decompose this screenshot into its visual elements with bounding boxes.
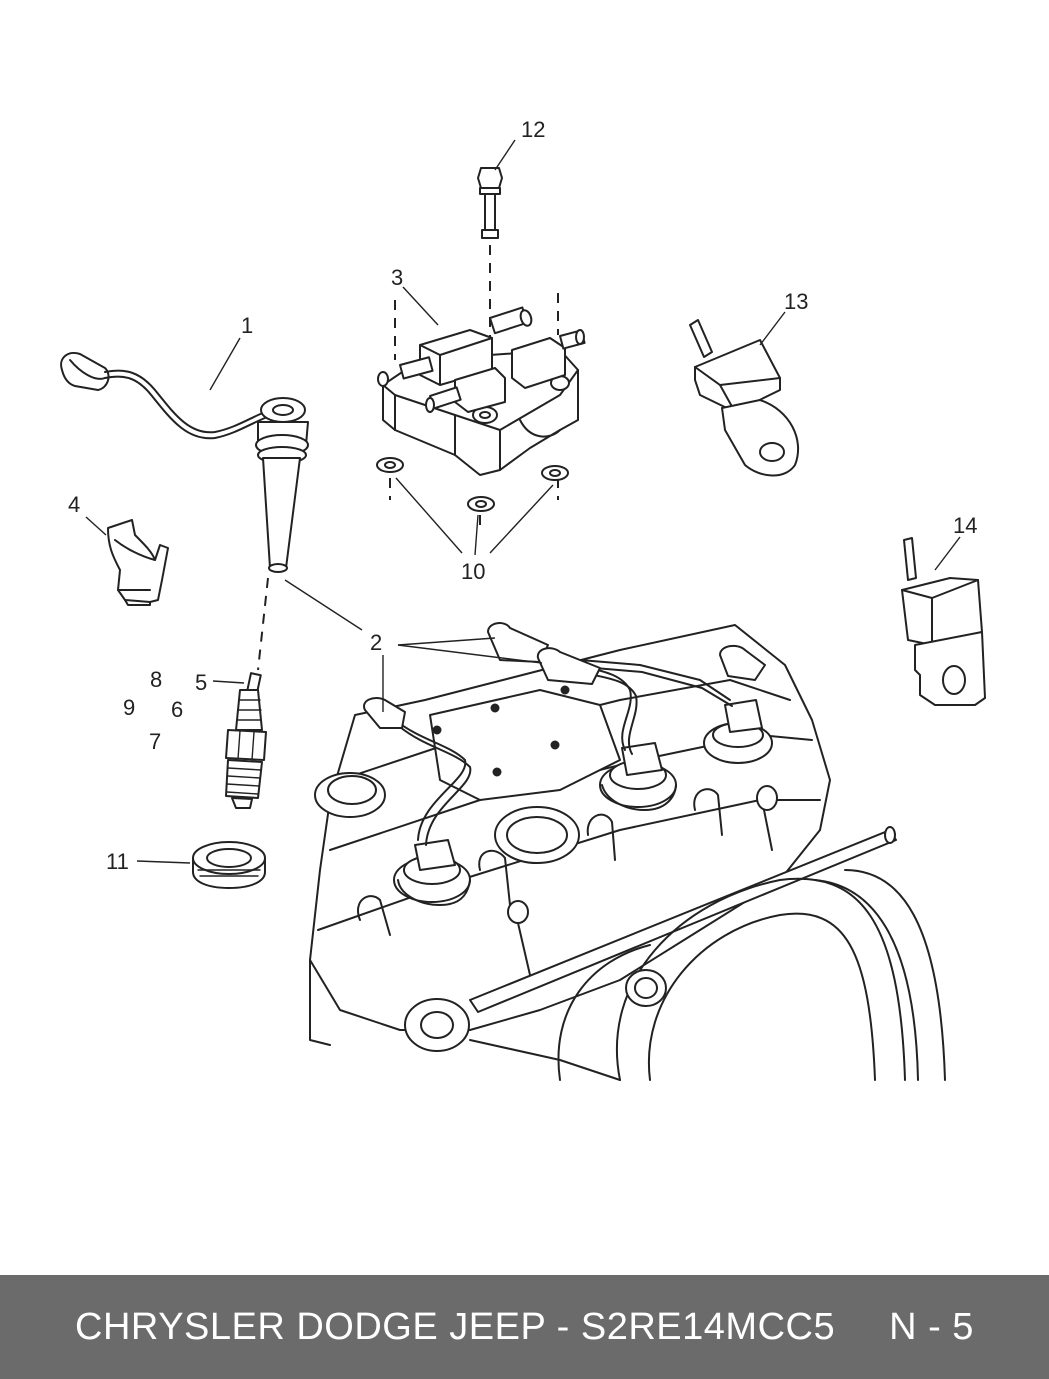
callout-2: 2	[370, 630, 382, 655]
callout-7: 7	[149, 729, 161, 754]
part-10-washers	[376, 457, 569, 512]
footer-brand: CHRYSLER DODGE JEEP - S2RE14MCC5	[75, 1305, 836, 1348]
footer-bar: CHRYSLER DODGE JEEP - S2RE14MCC5 N - 5	[0, 1275, 1049, 1379]
callouts: 12 3 1 13 14 4 10 2 8 5 9 6 7 11	[68, 117, 977, 874]
footer-page: N - 5	[889, 1305, 974, 1348]
callout-13: 13	[784, 289, 808, 314]
callout-10: 10	[461, 559, 485, 584]
callout-11: 11	[106, 849, 129, 874]
callout-9: 9	[123, 695, 135, 720]
callout-6: 6	[171, 697, 183, 722]
part-12-bolt	[477, 167, 503, 340]
callout-1: 1	[241, 313, 253, 338]
callout-12: 12	[521, 117, 545, 142]
leader-lines	[85, 139, 961, 864]
part-11-seal	[192, 841, 266, 889]
callout-5: 5	[195, 670, 207, 695]
callout-14: 14	[953, 513, 977, 538]
engine-assembly	[309, 622, 946, 1081]
part-14-bracket	[901, 537, 986, 706]
callout-8: 8	[150, 667, 162, 692]
part-5-spark-plug	[225, 672, 267, 809]
callout-3: 3	[391, 265, 403, 290]
callout-4: 4	[68, 492, 80, 517]
part-1-cable	[60, 352, 309, 671]
part-13-bracket	[689, 319, 800, 477]
parts-diagram: 12 3 1 13 14 4 10 2 8 5 9 6 7 11	[60, 117, 986, 1081]
part-4-clip	[107, 519, 169, 606]
part-3-ignition-coil	[377, 293, 586, 530]
